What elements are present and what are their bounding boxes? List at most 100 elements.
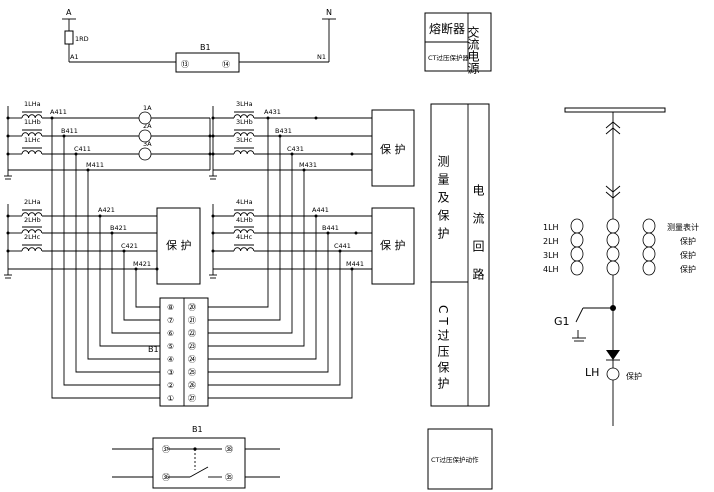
ct-use-3: 保护 [680, 250, 696, 260]
group4-protection: 保 护 4LHa 4LHb 4LHc A441 B441 C441 M441 [209, 198, 415, 285]
terminal-left-8: ① [167, 394, 174, 403]
ct-coil [233, 244, 255, 252]
ct-coil [21, 147, 43, 155]
terminal-right-1: ⑳ [188, 303, 196, 312]
ct-3lhc: 3LHc [236, 136, 253, 144]
terminal-left-1: ⑧ [167, 303, 174, 312]
svg-text:1A: 1A [143, 104, 152, 112]
bottom-ct-use: 保护 [626, 371, 642, 381]
wire-c431: C431 [287, 145, 304, 153]
protection-3-label: 保 护 [380, 142, 406, 156]
ac-power-text: 交流电源 [466, 25, 480, 75]
ct-coil [21, 244, 43, 252]
relay-terminal-left: ⑬ [181, 60, 189, 69]
n1-label: N1 [317, 53, 326, 61]
wire-a421: A421 [98, 206, 115, 214]
ct-ellipse [606, 260, 620, 276]
wire-c411: C411 [74, 145, 91, 153]
busbar [564, 107, 666, 113]
fuse-text: 熔断器 [429, 21, 465, 36]
ct-loop-text: 电流回路 [471, 184, 485, 296]
ct-coil [21, 226, 43, 234]
terminal-right-5: ㉔ [188, 355, 196, 364]
fuse-symbol [64, 30, 74, 45]
ct-action-box: CT过压保护动作 [427, 428, 493, 490]
ct-use-1: 测量表计 [667, 222, 699, 232]
ct-ellipse [642, 232, 656, 248]
ct-coil [21, 209, 43, 217]
terminal-left-7: ② [167, 381, 174, 390]
junction-dot [6, 231, 10, 235]
ct-ellipse [570, 246, 584, 262]
contact-block-b1: B1 ㊲ ㊳ ㊱ ㉟ [112, 425, 280, 489]
ct-coil [233, 209, 255, 217]
protection-4-label: 保 护 [380, 238, 406, 252]
terminal-block-label: B1 [148, 345, 159, 354]
relay-b1-label: B1 [200, 43, 211, 52]
junction-dot [211, 249, 215, 253]
ct-use-2: 保护 [680, 236, 696, 246]
junction-dot [155, 267, 159, 271]
ct-2lhb: 2LHb [24, 216, 41, 224]
ct-name-1: 1LH [543, 223, 559, 232]
fuse-circuit: A 1RD A1 B1 ⑬ ⑭ N1 N [62, 8, 336, 73]
measure-protect-text: 测量及保护 [436, 155, 450, 245]
ct-name-3: 3LH [543, 251, 559, 260]
junction-dot [6, 249, 10, 253]
ct-2lha: 2LHa [24, 198, 41, 206]
ground-switch-label: G1 [554, 315, 570, 328]
ct-1lhb: 1LHb [24, 118, 41, 126]
ct-1lha: 1LHa [24, 100, 41, 108]
ct-4lhb: 4LHb [236, 216, 253, 224]
a1-label: A1 [70, 53, 79, 61]
ct-name-4: 4LH [543, 265, 559, 274]
contact-bl: ㊱ [162, 473, 170, 482]
protection-2-label: 保 护 [166, 238, 192, 252]
wire-m411: M411 [86, 161, 104, 169]
ct-ellipse [642, 260, 656, 276]
current-loop-table: 测量及保护 电流回路 CT过压保护 [430, 103, 490, 407]
fuse-label: 1RD [75, 35, 89, 43]
terminal-right-2: ㉑ [188, 316, 196, 325]
wire-m421: M421 [133, 260, 151, 268]
ct-4lhc: 4LHc [236, 233, 253, 241]
terminal-left-4: ⑤ [167, 342, 174, 351]
ct-ellipse [606, 232, 620, 248]
ct-1lhc: 1LHc [24, 136, 41, 144]
wire-c441: C441 [334, 242, 351, 250]
terminal-left-2: ⑦ [167, 316, 174, 325]
junction-dot [6, 214, 10, 218]
wire-b421: B421 [110, 224, 127, 232]
terminal-right-6: ㉕ [188, 368, 196, 377]
wire-b411: B411 [61, 127, 78, 135]
ammeter-2: 2A [138, 122, 152, 143]
ct-4lha: 4LHa [236, 198, 253, 206]
contact-tl: ㊲ [162, 445, 170, 454]
junction-dot [208, 152, 212, 156]
relay-b1-box [175, 52, 240, 73]
ct-coil [233, 129, 255, 137]
junction-dot [314, 116, 318, 120]
ammeter-3: 3A [138, 140, 152, 161]
group1-measurement: 1A 2A 3A 1LHa 1LHb 1LHc A411 B411 C411 M… [4, 100, 212, 180]
ct-coil [233, 111, 255, 119]
contact-block-label: B1 [192, 425, 203, 434]
junction-dot [350, 152, 354, 156]
ct-ellipse [570, 218, 584, 234]
group3-protection: 保 护 3LHa 3LHb 3LHc A431 B431 C431 M431 [209, 100, 415, 187]
wire-c421: C421 [121, 242, 138, 250]
terminal-left-6: ③ [167, 368, 174, 377]
relay-terminal-right: ⑭ [222, 60, 230, 69]
junction-dot [354, 231, 358, 235]
junction-dot [6, 116, 10, 120]
ct-coil [21, 111, 43, 119]
junction-dot [211, 116, 215, 120]
junction-dot [6, 134, 10, 138]
ct-ellipse [606, 246, 620, 262]
ammeter-1: 1A [138, 104, 152, 125]
ct-ellipse [642, 246, 656, 262]
contact-br: ㉟ [225, 473, 233, 482]
wire-a431: A431 [264, 108, 281, 116]
